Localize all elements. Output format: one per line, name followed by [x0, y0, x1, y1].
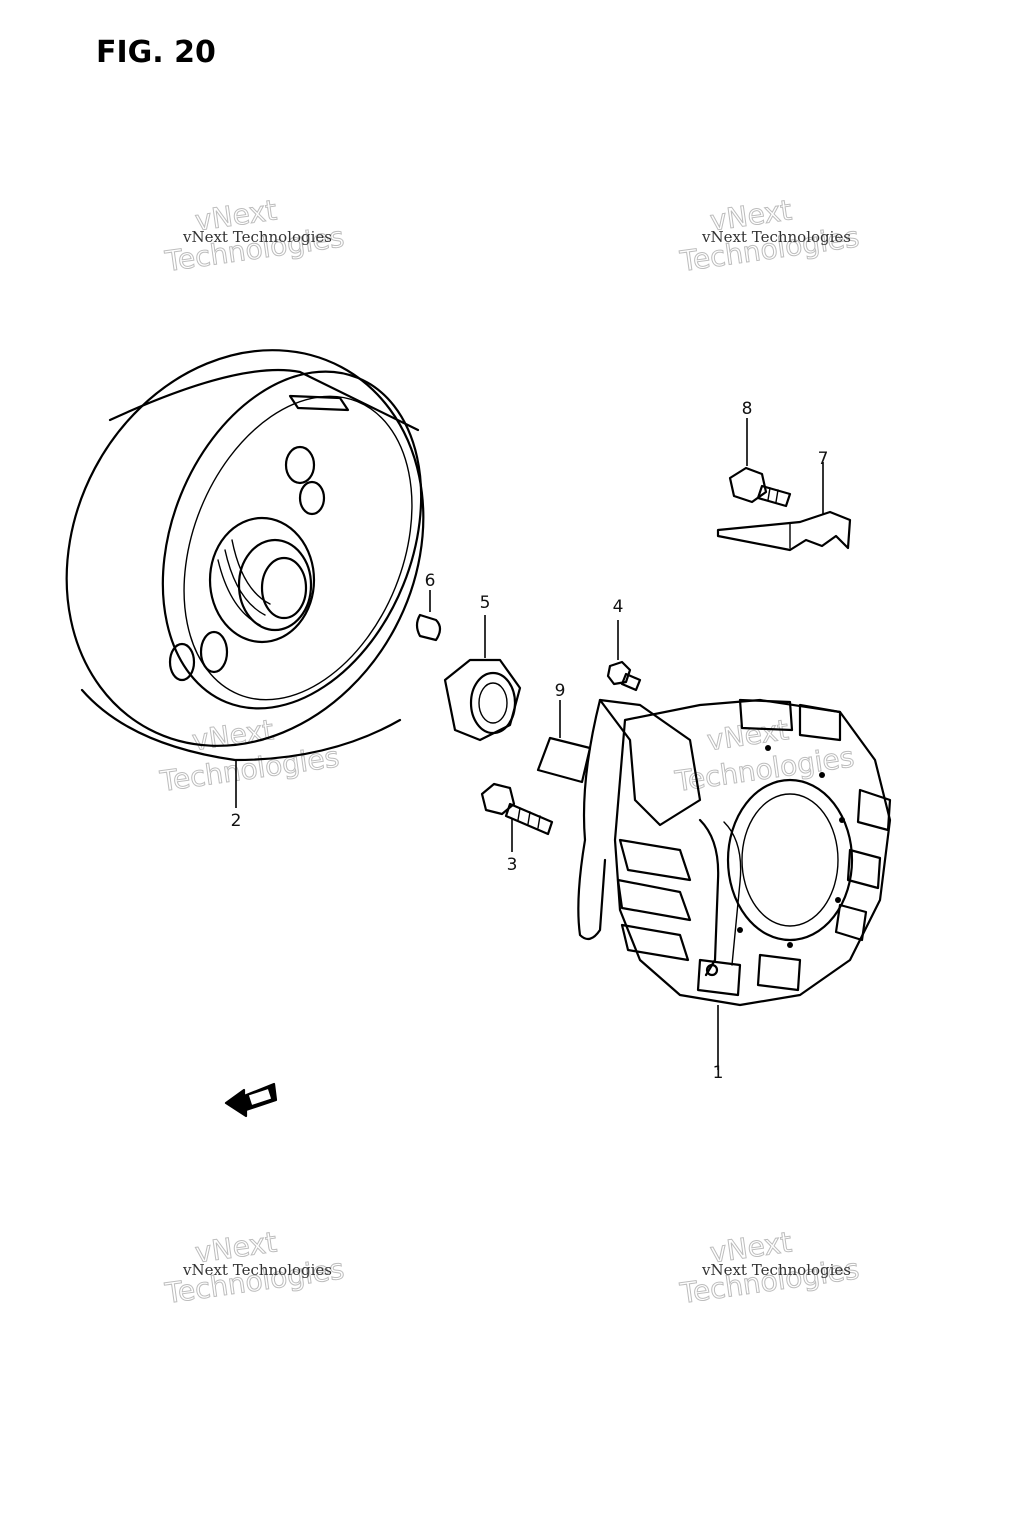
callout-4: 4 [613, 597, 624, 617]
part-1-stator [577, 698, 892, 1070]
part-4-screw [606, 620, 642, 692]
watermark-small-text: vNext Technologies [182, 228, 332, 246]
watermark-small-text: vNext Technologies [182, 1261, 332, 1279]
part-8-bolt [728, 418, 792, 508]
callout-9: 9 [555, 681, 566, 701]
callout-7: 7 [818, 449, 829, 469]
part-9-tag [536, 700, 592, 784]
part-7-clamp [716, 462, 852, 552]
part-3-bolt [480, 782, 554, 852]
part-2-rotor [65, 349, 425, 808]
watermark-mid-right: vNext Technologies [672, 713, 857, 799]
callout-2: 2 [231, 811, 242, 831]
part-5-nut [443, 615, 522, 742]
watermark-small-text: vNext Technologies [701, 1261, 851, 1279]
callout-8: 8 [742, 399, 753, 419]
callout-5: 5 [480, 593, 491, 613]
callout-6: 6 [425, 571, 436, 591]
front-direction-arrow-icon [224, 1082, 278, 1118]
watermark-small-text: vNext Technologies [701, 228, 851, 246]
callout-1: 1 [713, 1063, 724, 1083]
part-6-key [415, 590, 442, 642]
callout-3: 3 [507, 855, 518, 875]
figure-title: FIG. 20 [96, 35, 216, 70]
